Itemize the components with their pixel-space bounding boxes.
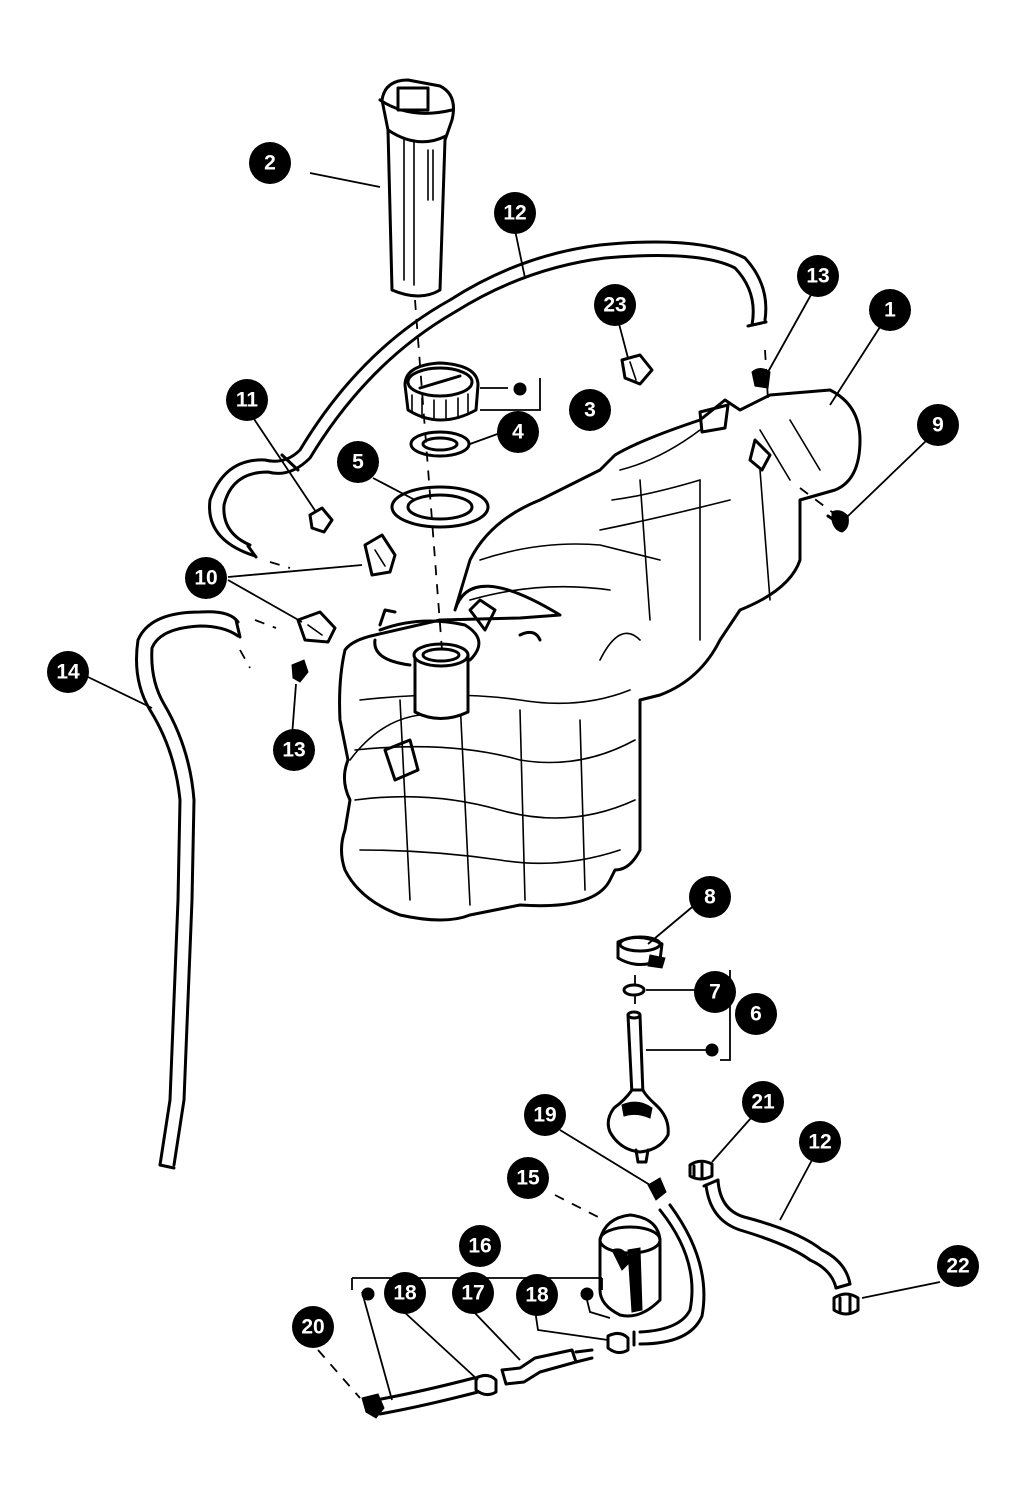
- part-inline-filter-17: [500, 1348, 594, 1386]
- callout-label-11: 11: [236, 389, 259, 412]
- callout-badge-12-lower: 12: [799, 1121, 841, 1163]
- callout-label-13-upper: 13: [806, 265, 829, 288]
- part-clamp-18-right: [606, 1331, 630, 1355]
- callout-badge-22: 22: [937, 1245, 979, 1287]
- callout-label-18-right: 18: [525, 1284, 549, 1307]
- callout-badge-21: 21: [742, 1081, 784, 1123]
- part-filter-hose: [632, 1203, 706, 1347]
- callout-badge-18-left: 18: [384, 1272, 426, 1314]
- callout-badge-23: 23: [594, 284, 636, 326]
- callout-label-7: 7: [709, 981, 721, 1004]
- part-clip-13-upper: [751, 368, 771, 389]
- callout-badge-19: 19: [524, 1094, 566, 1136]
- callout-badge-8: 8: [689, 876, 731, 918]
- callout-label-3: 3: [584, 399, 596, 422]
- callout-label-9: 9: [932, 414, 944, 437]
- callout-label-13-lower: 13: [282, 739, 305, 762]
- callout-label-6: 6: [750, 1003, 762, 1026]
- callout-label-23: 23: [603, 294, 626, 317]
- part-fuel-pickup-6: [606, 1010, 670, 1164]
- part-vent-hose-lower: [702, 1178, 852, 1290]
- callout-badge-2: 2: [249, 142, 291, 184]
- callout-badge-4: 4: [497, 411, 539, 453]
- callout-label-12-lower: 12: [808, 1131, 831, 1154]
- grouping-dots: [361, 382, 719, 1301]
- part-vent-hose-upper: [208, 240, 768, 559]
- callout-label-8: 8: [704, 886, 716, 909]
- callout-label-10: 10: [194, 567, 217, 590]
- callout-badge-11: 11: [226, 379, 268, 421]
- callout-label-12-upper: 12: [503, 202, 526, 225]
- callout-badge-18-right: 18: [516, 1274, 558, 1316]
- callout-badge-3: 3: [569, 389, 611, 431]
- part-bolt-9: [826, 510, 849, 533]
- callout-label-4: 4: [512, 421, 524, 444]
- callout-badge-13-upper: 13: [797, 255, 839, 297]
- callout-label-21: 21: [751, 1091, 775, 1114]
- part-cap-22: [832, 1292, 860, 1316]
- callout-label-18-left: 18: [393, 1282, 417, 1305]
- part-fuel-tank: [338, 388, 862, 922]
- part-clip-10-upper: [363, 533, 397, 577]
- callout-label-2: 2: [264, 152, 276, 175]
- part-hose-clamp-8: [616, 935, 666, 969]
- callout-label-19: 19: [533, 1104, 556, 1127]
- part-breather-hose: [135, 610, 242, 1170]
- callout-label-5: 5: [352, 451, 364, 474]
- part-clip-20: [361, 1393, 385, 1419]
- callout-label-1: 1: [884, 299, 896, 322]
- callout-badge-12-upper: 12: [494, 192, 536, 234]
- callout-badge-1: 1: [869, 289, 911, 331]
- callout-badge-6: 6: [735, 993, 777, 1035]
- callout-label-20: 20: [301, 1316, 324, 1339]
- part-clip-19: [647, 1177, 667, 1201]
- part-clamp-18-left: [474, 1373, 498, 1397]
- callout-badge-20: 20: [292, 1306, 334, 1348]
- callout-badge-7: 7: [694, 971, 736, 1013]
- callout-label-14: 14: [56, 661, 80, 684]
- part-gasket: [390, 485, 490, 529]
- part-fuel-sender-tube: [378, 78, 455, 298]
- callout-badge-13-lower: 13: [273, 729, 315, 771]
- part-clip-10-lower: [296, 610, 337, 644]
- callout-badge-17: 17: [452, 1272, 494, 1314]
- callout-label-15: 15: [516, 1167, 540, 1190]
- part-fuel-hose-lower: [374, 1376, 480, 1416]
- callout-badge-15: 15: [507, 1157, 549, 1199]
- part-fuel-filter: [598, 1213, 662, 1318]
- callout-badge-9: 9: [917, 404, 959, 446]
- callout-label-22: 22: [946, 1255, 969, 1278]
- leader-lines: [87, 172, 941, 1401]
- part-o-ring-7: [622, 983, 646, 997]
- callout-badge-14: 14: [47, 651, 89, 693]
- part-filler-cap: [403, 361, 480, 422]
- part-grommet-11: [308, 506, 334, 534]
- callout-badge-16: 16: [459, 1225, 501, 1267]
- assembly-lines: [239, 299, 833, 1399]
- callout-label-17: 17: [461, 1282, 484, 1305]
- callout-label-16: 16: [468, 1235, 491, 1258]
- part-cap-21: [688, 1159, 714, 1181]
- part-seal-ring: [409, 430, 471, 458]
- callout-badge-10: 10: [185, 557, 227, 599]
- part-clip-23: [620, 353, 654, 386]
- part-clip-13-lower: [291, 659, 309, 683]
- callout-badge-5: 5: [337, 441, 379, 483]
